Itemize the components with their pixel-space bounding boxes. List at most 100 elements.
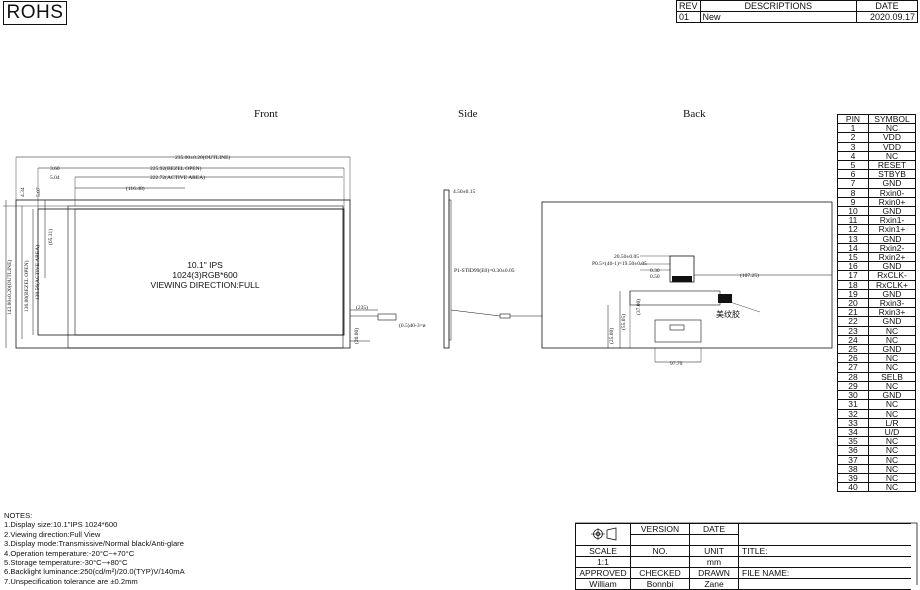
pin-number: 31 bbox=[837, 399, 869, 410]
dim-bezel-height: 136.00(BEZEL OPEN) bbox=[23, 260, 30, 312]
pin-symbol: NC bbox=[868, 445, 916, 456]
unit-value: mm bbox=[689, 556, 739, 568]
note-item: 1.Display size:10.1"IPS 1024*600 bbox=[4, 520, 118, 530]
scale-label: SCALE bbox=[575, 545, 631, 557]
pin-symbol: RxCLK- bbox=[868, 270, 916, 281]
back-tape-label: 美纹胶 bbox=[716, 309, 740, 319]
pin-number: 40 bbox=[837, 482, 869, 493]
pin-symbol: NC bbox=[868, 482, 916, 493]
dim-37: (37.00) bbox=[635, 299, 642, 315]
pin-number: 13 bbox=[837, 233, 869, 244]
dim-back-width: (107.25) bbox=[740, 272, 759, 279]
dim-bezel-width: 225.92(BEZEL OPEN) bbox=[150, 165, 202, 172]
dim-65-31: (65.31) bbox=[47, 229, 54, 245]
dim-thickness: 4.50±0.15 bbox=[453, 189, 476, 195]
side-view-label: Side bbox=[458, 108, 478, 120]
dim-5-07: 5.07 bbox=[36, 187, 42, 197]
dim-fpc-pitch: (0.5)40-3=ø bbox=[399, 322, 426, 329]
front-view-label: Front bbox=[254, 108, 278, 120]
dim-fpc-offset: (20.00) bbox=[353, 328, 360, 344]
panel-size-text: 10.1" IPS bbox=[187, 260, 223, 270]
pin-number: 12 bbox=[837, 224, 869, 235]
file-name-label: FILE NAME: bbox=[738, 567, 911, 579]
pin-symbol: VDD bbox=[868, 132, 916, 143]
dim-outline-height: 143.00±0.20(OUTLINE) bbox=[6, 260, 13, 315]
pin-symbol: SELB bbox=[868, 371, 916, 382]
note-item: 5.Storage temperature:-30°C~+80°C bbox=[4, 558, 128, 568]
note-item: 6.Backlight luminance:250(cd/m²)/20.0(TY… bbox=[4, 567, 185, 577]
description-value: New bbox=[699, 11, 858, 23]
pin-symbol: GND bbox=[868, 316, 916, 327]
pin-number: 36 bbox=[837, 445, 869, 456]
dim-fpc-thickness: P1-STID99(E0)=0.30±0.05 bbox=[454, 267, 515, 274]
pin-number: 17 bbox=[837, 270, 869, 281]
title-block: VERSION DATE SCALE NO. UNIT TITLE: 1:1 m… bbox=[575, 523, 911, 590]
pin-number: 23 bbox=[837, 325, 869, 336]
dim-55-05: (55.05) bbox=[620, 314, 627, 330]
projection-symbol-cell bbox=[575, 523, 631, 546]
pin-symbol: NC bbox=[868, 362, 916, 373]
pin-number: 22 bbox=[837, 316, 869, 327]
date-value: 2020.09.17 bbox=[856, 11, 918, 23]
front-active-area bbox=[74, 208, 344, 336]
pin-symbol: NC bbox=[868, 399, 916, 410]
rohs-label: ROHS bbox=[3, 1, 67, 25]
pin-symbol: GND bbox=[868, 178, 916, 189]
dim-3-60: 3.60 bbox=[50, 166, 60, 172]
checked-by: Bonnbi bbox=[630, 578, 690, 590]
projection-symbol-icon bbox=[591, 527, 617, 540]
pin-number: 37 bbox=[837, 454, 869, 465]
pin-symbol: GND bbox=[868, 233, 916, 244]
dim-4-34: 4.34 bbox=[20, 187, 26, 197]
dim-half-width: (116.48) bbox=[126, 185, 145, 192]
approved-by: William bbox=[575, 578, 631, 590]
back-view-label: Back bbox=[683, 108, 706, 120]
pin-number: 3 bbox=[837, 141, 869, 152]
pin-symbol: VDD bbox=[868, 141, 916, 152]
pin-number: 27 bbox=[837, 362, 869, 373]
pin-number: 7 bbox=[837, 178, 869, 189]
checked-label: CHECKED bbox=[630, 567, 690, 579]
pin-number: 2 bbox=[837, 132, 869, 143]
title-label: TITLE: bbox=[738, 545, 911, 557]
approved-label: APPROVED bbox=[575, 567, 631, 579]
note-item: 7.Unspecification tolerance are ±0.2mm bbox=[4, 576, 138, 586]
notes-block: NOTES: 1.Display size:10.1"IPS 1024*600 … bbox=[4, 511, 185, 586]
pin-symbol: Rxin1+ bbox=[868, 224, 916, 235]
note-item: 4.Operation temperature:-20°C~+70°C bbox=[4, 548, 135, 558]
panel-viewing-text: VIEWING DIRECTION:FULL bbox=[150, 280, 259, 290]
pin-symbol: RxCLK+ bbox=[868, 279, 916, 290]
scale-value: 1:1 bbox=[575, 556, 631, 568]
pin-number: 32 bbox=[837, 408, 869, 419]
pin-symbol: Rxin0- bbox=[868, 187, 916, 198]
note-item: 2.Viewing direction:Full View bbox=[4, 529, 101, 539]
pin-symbol: NC bbox=[868, 408, 916, 419]
drawn-label: DRAWN bbox=[689, 567, 739, 579]
drawn-by: Zane bbox=[689, 578, 739, 590]
note-item: 3.Display mode:Transmissive/Normal black… bbox=[4, 539, 184, 549]
pin-number: 28 bbox=[837, 371, 869, 382]
dim-97-70: 97.70 bbox=[670, 361, 683, 367]
back-tape-mark bbox=[718, 294, 732, 303]
unit-label: UNIT bbox=[689, 545, 739, 557]
pin-number: 18 bbox=[837, 279, 869, 290]
pin-symbol: NC bbox=[868, 325, 916, 336]
